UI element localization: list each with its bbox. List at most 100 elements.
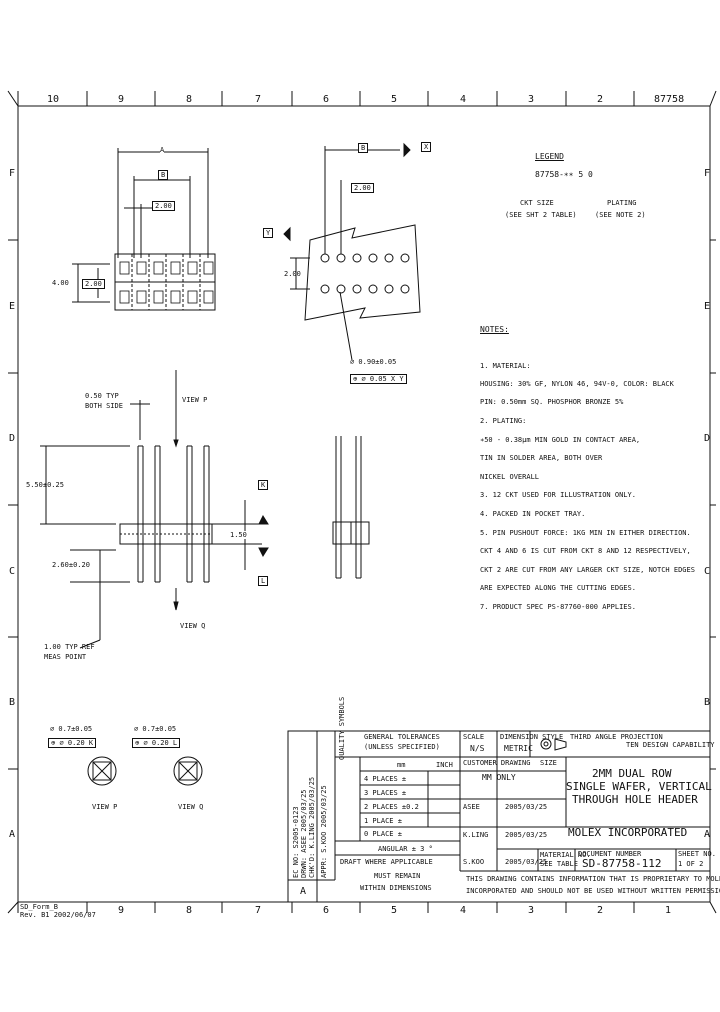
mm-only: MM ONLY — [482, 773, 516, 782]
dim-a: A — [160, 146, 165, 154]
label-view-q: VIEW Q — [180, 622, 206, 630]
view-p-detail — [87, 756, 117, 786]
end-elevation — [332, 436, 370, 579]
row-label-right-f: F — [704, 168, 711, 179]
label-view-p-bottom: VIEW P — [92, 803, 118, 811]
legend-plating: PLATING — [607, 199, 637, 207]
col-label-top-2: 2 — [597, 94, 604, 105]
label-meas-point: MEAS POINT — [44, 653, 87, 661]
form-id: SD_Form_B — [20, 903, 58, 911]
tol-3-places: 3 PLACES ± — [364, 789, 407, 797]
dim-2-60: 2.60±0.20 — [52, 561, 90, 569]
col-label-bottom-3: 3 — [528, 905, 535, 916]
view-p-arrow — [173, 439, 179, 448]
note-line: CKT 4 AND 6 IS CUT FROM CKT 8 AND 12 RES… — [480, 547, 691, 555]
datum-l: L — [258, 576, 269, 586]
drawn-by: ASEE — [463, 803, 480, 811]
material-value: SEE TABLE — [540, 860, 578, 868]
note-line: HOUSING: 30% GF, NYLON 46, 94V-0, COLOR:… — [480, 380, 674, 388]
col-label-bottom-9: 9 — [118, 905, 125, 916]
datum-y-arrow — [283, 226, 291, 242]
row-label-right-e: E — [704, 301, 711, 312]
col-label-top-10: 10 — [47, 94, 60, 105]
sheet-value: 1 OF 2 — [678, 860, 704, 868]
tol-p: ⊕ ⌀ 0.20 K — [48, 738, 97, 748]
design-capability: TEN DESIGN CAPABILITY — [626, 741, 715, 749]
company-name: MOLEX INCORPORATED — [568, 826, 688, 839]
col-label-top-3: 3 — [528, 94, 535, 105]
projection-label: THIRD ANGLE PROJECTION — [570, 733, 663, 741]
form-rev: Rev. B1 2002/06/07 — [20, 911, 96, 919]
within-dimensions: WITHIN DIMENSIONS — [360, 884, 432, 892]
rev-line-3: CHK'D: K.LING 2005/03/25 — [308, 776, 316, 878]
quality-symbols: QUALITY SYMBOLS — [338, 696, 346, 760]
note-line: 5. PIN PUSHOUT FORCE: 1KG MIN IN EITHER … — [480, 529, 691, 537]
datum-y: Y — [263, 228, 274, 238]
tol-q: ⊕ ⌀ 0.20 L — [132, 738, 181, 748]
view-q-detail — [173, 756, 203, 786]
col-label-top-5: 5 — [391, 94, 398, 105]
col-label-top-4: 4 — [460, 94, 467, 105]
document-number: SD-87758-112 — [582, 857, 662, 870]
label-view-q-bottom: VIEW Q — [178, 803, 204, 811]
tol-mm: mm — [397, 761, 406, 769]
draft-applicable: DRAFT WHERE APPLICABLE — [340, 858, 433, 866]
title-block-grid — [287, 730, 711, 903]
row-label-left-d: D — [9, 433, 16, 444]
side-elevation — [40, 370, 262, 649]
dim-1-50: 1.50 — [230, 531, 247, 539]
row-label-right-c: C — [704, 566, 711, 577]
row-label-right-d: D — [704, 433, 711, 444]
drawn-date: 2005/03/25 — [505, 803, 548, 811]
dim-row-2-00: 2.00 — [82, 279, 105, 289]
scale-label: SCALE — [463, 733, 485, 741]
row-label-left-a: A — [9, 829, 16, 840]
scale-value: N/S — [470, 744, 485, 753]
legend-ckt-ref: (SEE SHT 2 TABLE) — [505, 211, 577, 219]
note-line: CKT 2 ARE CUT FROM ANY LARGER CKT SIZE, … — [480, 566, 695, 574]
col-label-bottom-1: 1 — [665, 905, 672, 916]
dim-b: B — [158, 170, 169, 180]
hole-tolerance: ⊕ ⌀ 0.05 X Y — [350, 374, 407, 384]
dim-style-value: METRIC — [504, 744, 533, 753]
note-line: 1. MATERIAL: — [480, 362, 531, 370]
tol-inch: INCH — [436, 761, 453, 769]
datum-k-arrow — [258, 514, 269, 525]
rev-line-2: DRWN: ASEE 2005/03/25 — [300, 789, 308, 878]
datum-k: K — [258, 480, 269, 490]
dim-height-4-00: 4.00 — [52, 279, 69, 287]
rev-line-1: EC NO: S2005-0123 — [292, 806, 300, 878]
dia-q: ⌀ 0.7±0.05 — [134, 725, 177, 733]
note-line: 4. PACKED IN POCKET TRAY. — [480, 510, 586, 518]
col-label-top-6: 6 — [323, 94, 330, 105]
col-label-bottom-7: 7 — [255, 905, 262, 916]
must-remain: MUST REMAIN — [374, 872, 421, 880]
note-line: NICKEL OVERALL — [480, 473, 540, 481]
checked-date: 2005/03/25 — [505, 831, 548, 839]
col-label-bottom-6: 6 — [323, 905, 330, 916]
rev-letter: A — [300, 886, 307, 897]
checked-by: K.LING — [463, 831, 489, 839]
title-line-1: 2MM DUAL ROW — [592, 767, 672, 780]
datum-l-arrow — [258, 547, 269, 558]
size-label: SIZE — [540, 759, 557, 767]
note-line: ∗50 - 0.38µm MIN GOLD IN CONTACT AREA, — [480, 436, 641, 444]
col-label-bottom-8: 8 — [186, 905, 193, 916]
customer-drawing-label: CUSTOMER DRAWING — [463, 759, 531, 767]
legend-title: LEGEND — [535, 152, 564, 161]
material-label: MATERIAL NO. — [540, 851, 591, 859]
disclaimer-line-1: THIS DRAWING CONTAINS INFORMATION THAT I… — [466, 875, 720, 883]
unless-specified: (UNLESS SPECIFIED) — [364, 743, 440, 751]
dim-1-00-ref: 1.00 TYP REF — [44, 643, 95, 651]
dim-style-label: DIMENSION STYLE — [500, 733, 564, 741]
dim-5-50: 5.50±0.25 — [26, 481, 64, 489]
doc-number-top: 87758 — [654, 94, 685, 105]
disclaimer-line-2: INCORPORATED AND SHOULD NOT BE USED WITH… — [466, 887, 720, 895]
col-label-top-7: 7 — [255, 94, 262, 105]
note-line: PIN: 0.50mm SQ. PHOSPHOR BRONZE 5% — [480, 398, 624, 406]
dim-both-side: BOTH SIDE — [85, 402, 123, 410]
row-label-left-c: C — [9, 566, 16, 577]
approved-by: S.KOO — [463, 858, 485, 866]
note-line: ARE EXPECTED ALONG THE CUTTING EDGES. — [480, 584, 636, 592]
